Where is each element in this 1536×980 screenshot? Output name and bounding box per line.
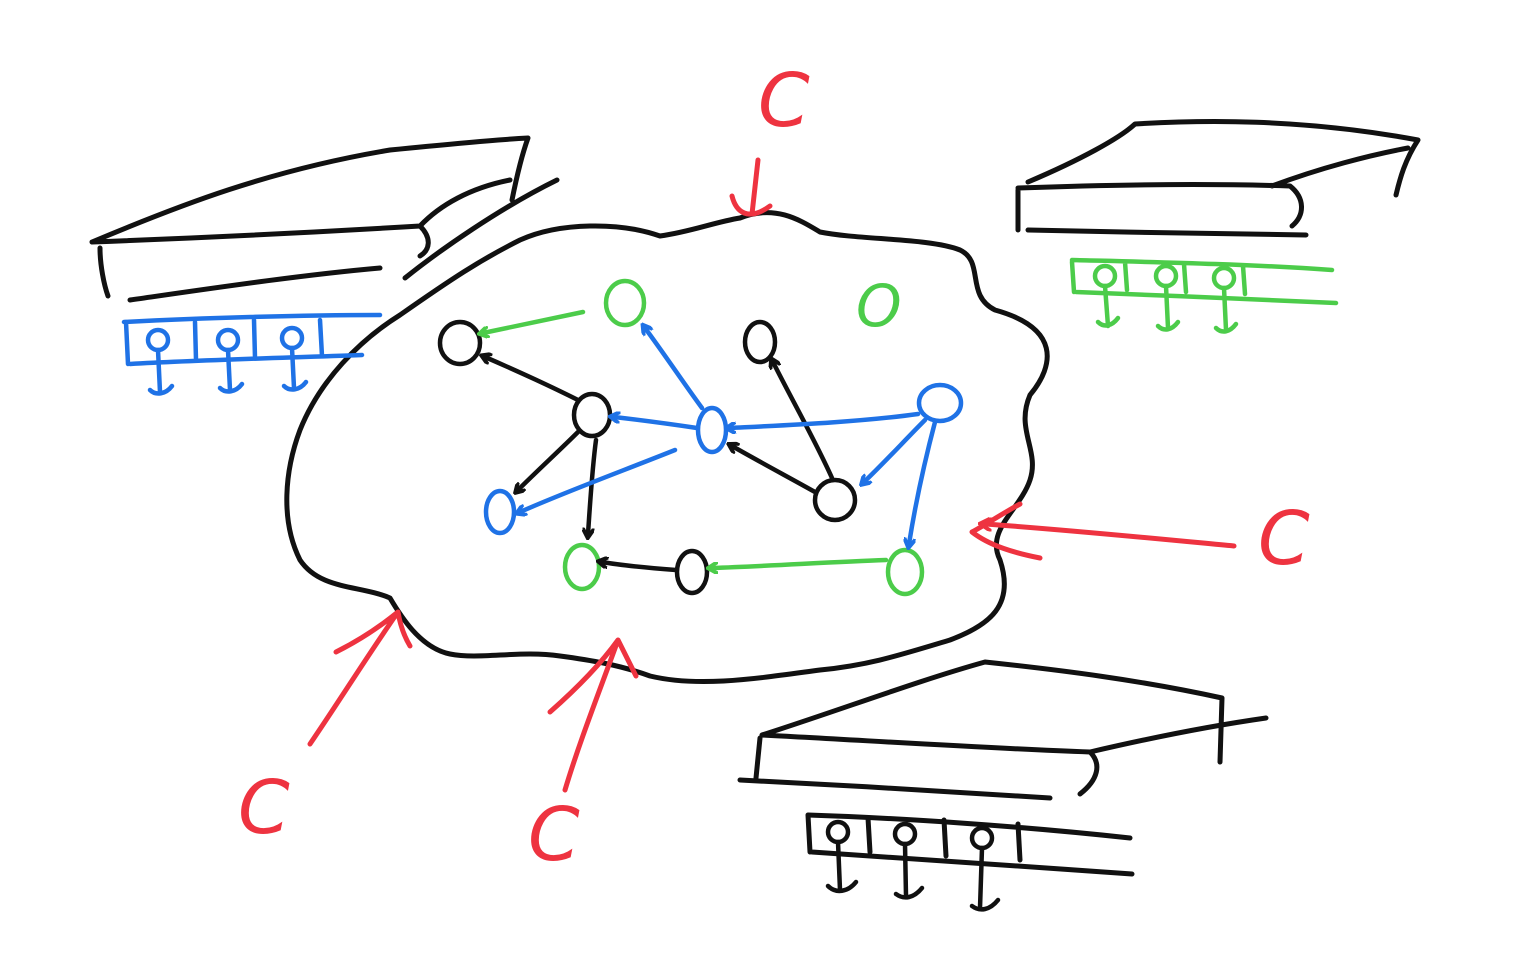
machine-black-port-bar	[805, 812, 1135, 877]
client-right: C	[969, 496, 1310, 582]
client-bottom-left: C	[238, 609, 413, 851]
edge-blue-right-to-blue-center	[730, 411, 921, 428]
node-green-top	[603, 278, 647, 328]
client-right-arrow-head	[969, 501, 1043, 561]
machine-green	[1015, 118, 1421, 334]
edge-black-right-to-black-top	[773, 362, 835, 481]
node-black-topleft	[437, 319, 483, 367]
client-top: C	[729, 58, 810, 217]
machine-black-port-1	[825, 819, 859, 894]
machine-blue	[89, 135, 560, 396]
edge-blue-right-to-green-bottomright	[909, 419, 938, 544]
isolated-green-node-label: O	[856, 272, 902, 340]
machine-black-port-2	[892, 821, 925, 900]
edge-green-top-to-black-topleft	[483, 309, 586, 333]
edge-blue-center-to-black-center	[614, 417, 700, 431]
machine-black-port-3	[969, 825, 1001, 912]
client-right-label: C	[1258, 496, 1310, 582]
edge-blue-right-to-black-right	[864, 417, 928, 482]
edge-black-center-to-green-bottom	[588, 437, 599, 534]
node-blue-right	[916, 382, 964, 424]
client-bottom-left-label: C	[238, 765, 290, 851]
client-right-arrow	[985, 524, 1237, 549]
node-blue-left	[483, 488, 517, 536]
machine-blue-port-3	[279, 325, 309, 392]
edge-blue-center-to-green-top	[645, 328, 705, 411]
machine-green-port-2	[1153, 263, 1181, 332]
edge-blue-center-to-blue-left	[520, 447, 678, 512]
node-green-bottomright	[885, 547, 925, 597]
client-bottom-mid: C	[528, 637, 639, 878]
edge-black-center-to-black-topleft	[485, 357, 581, 403]
machine-blue-box	[89, 135, 560, 303]
node-blue-center	[695, 405, 729, 455]
client-top-arrow	[729, 157, 773, 217]
machine-blue-port-2	[215, 327, 245, 394]
client-bottom-mid-label: C	[528, 792, 580, 878]
machine-green-port-1	[1092, 263, 1121, 329]
network-cloud-outline	[284, 210, 1050, 685]
machine-green-port-3	[1211, 265, 1239, 334]
client-bottom-mid-arrow	[547, 637, 639, 793]
graph-nodes: O	[437, 272, 964, 597]
node-black-right	[812, 477, 858, 523]
machine-blue-port-bar	[121, 312, 383, 367]
machine-black-box	[737, 659, 1269, 801]
machine-green-port-bar	[1069, 257, 1339, 306]
machine-blue-port-1	[145, 327, 175, 396]
node-black-bottom	[674, 548, 710, 596]
edge-green-bottomright-to-black-bottom	[712, 557, 889, 568]
machine-green-box	[1015, 118, 1421, 238]
node-black-top	[742, 319, 778, 365]
machine-black	[737, 659, 1269, 912]
graph-edges	[483, 309, 938, 573]
edge-black-bottom-to-green-bottom	[602, 562, 679, 573]
edge-black-right-to-blue-center	[732, 446, 818, 495]
edge-black-center-to-blue-left	[518, 429, 581, 490]
node-green-bottom	[562, 542, 602, 592]
client-top-label: C	[758, 58, 810, 144]
client-bottom-left-arrow	[307, 609, 413, 747]
